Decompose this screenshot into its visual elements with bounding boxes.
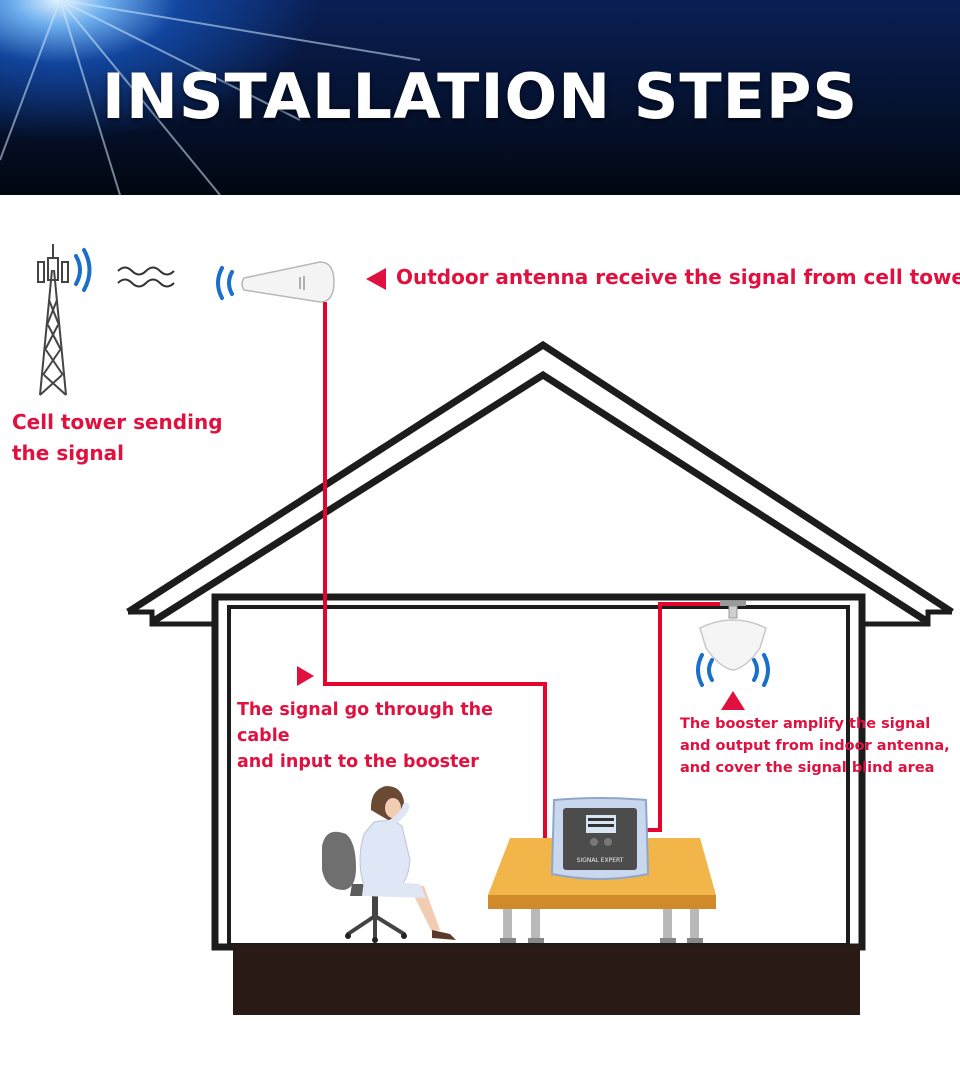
indoor-signal-waves-icon xyxy=(696,653,770,687)
outer-roof xyxy=(126,340,954,615)
booster-label-line: and cover the signal blind area xyxy=(680,760,935,776)
cable-label-line: The signal go through the cable xyxy=(237,700,494,746)
booster-brand-label: SIGNAL EXPERT xyxy=(577,857,624,864)
cell-tower-label-line: Cell tower sending xyxy=(12,410,223,434)
installation-diagram: SIGNAL EXPERT xyxy=(37,244,954,1015)
booster-label-line: and output from indoor antenna, xyxy=(680,738,950,754)
arrow-right-icon xyxy=(297,666,314,686)
left-eave xyxy=(128,609,215,627)
arrow-up-icon xyxy=(721,691,745,710)
antenna-signal-waves-icon xyxy=(216,266,234,300)
outdoor-antenna-icon xyxy=(241,261,335,303)
house-foundation xyxy=(233,945,860,1015)
cable-label: The signal go through the cable and inpu… xyxy=(237,697,537,775)
cell-tower-label: Cell tower sending the signal xyxy=(12,407,242,469)
inner-roof xyxy=(150,370,930,625)
cell-tower-icon xyxy=(37,244,69,396)
cell-tower-label-line: the signal xyxy=(12,441,124,465)
header-banner: INSTALLATION STEPS xyxy=(0,0,960,195)
seated-woman-figure xyxy=(359,786,456,940)
arrow-left-icon xyxy=(366,268,386,290)
outdoor-antenna-label: Outdoor antenna receive the signal from … xyxy=(396,265,960,289)
cable-label-line: and input to the booster xyxy=(237,752,479,772)
booster-label: The booster amplify the signal and outpu… xyxy=(680,713,958,779)
light-flare xyxy=(0,0,421,195)
tower-signal-waves-icon xyxy=(74,248,92,292)
page-title: INSTALLATION STEPS xyxy=(101,60,859,133)
right-eave xyxy=(862,609,952,627)
airwave-icon xyxy=(117,266,175,288)
booster-label-line: The booster amplify the signal xyxy=(680,716,931,732)
signal-booster-device: SIGNAL EXPERT xyxy=(550,797,650,880)
indoor-antenna-icon xyxy=(699,601,767,671)
